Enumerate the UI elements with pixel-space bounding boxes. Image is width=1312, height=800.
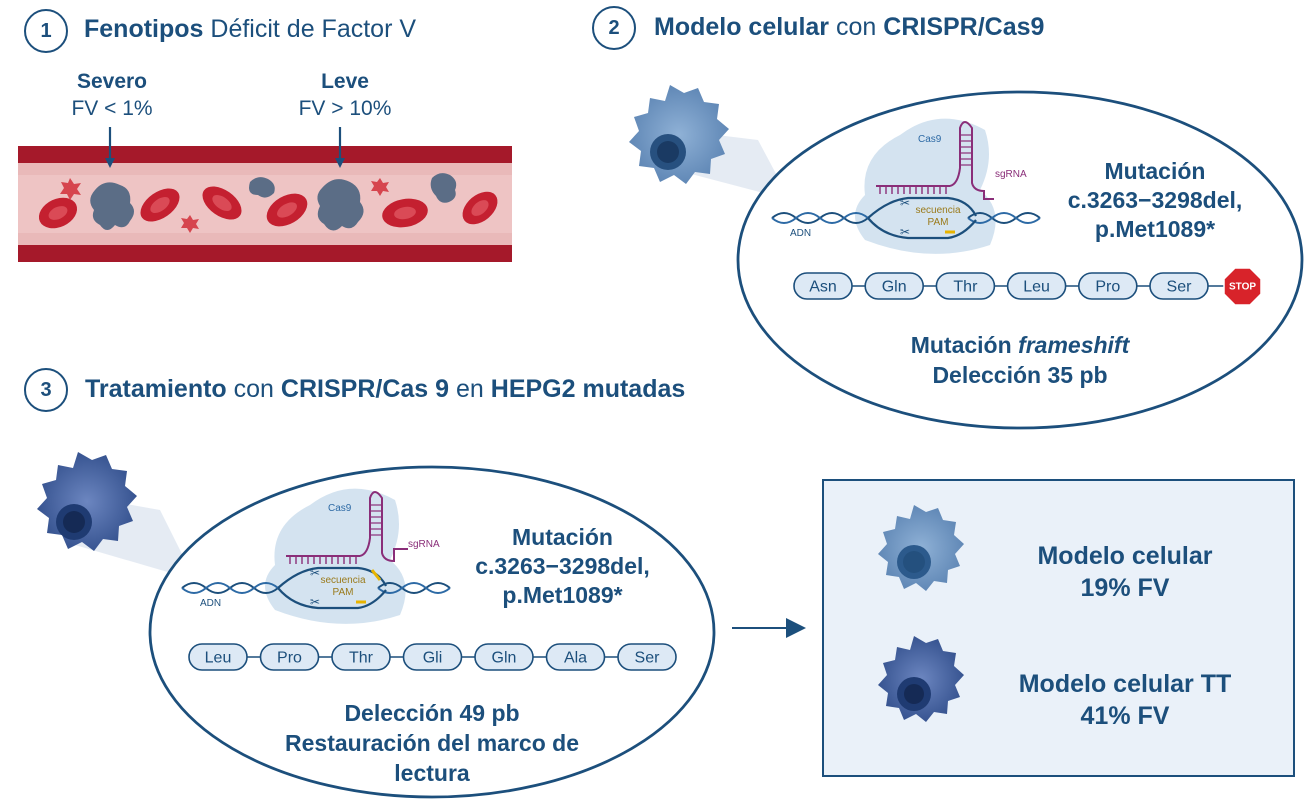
crispr-diagram-3: ✂ ✂ <box>181 488 451 624</box>
mutation-2-line1: Mutación <box>1104 158 1206 184</box>
result-model-value: 19% FV <box>1080 574 1170 602</box>
section-2-title: Modelo celular con CRISPR/Cas9 <box>654 13 1044 42</box>
severe-phenotype-label: Severo FV < 1% <box>52 70 172 121</box>
stop-sign-icon <box>1223 267 1262 306</box>
mutation-3-line3: p.Met1089* <box>502 582 623 608</box>
section-3-title-mid-b: en <box>456 375 484 403</box>
svg-text:✂: ✂ <box>310 595 320 609</box>
amino-acid-3-label: Leu <box>205 650 232 667</box>
svg-text:✂: ✂ <box>310 566 320 580</box>
dna-label-3: ADN <box>200 598 221 609</box>
mutation-3-line1: Mutación <box>512 524 613 550</box>
step-3-badge: 3 <box>24 368 68 412</box>
cell-icon-model <box>878 505 964 591</box>
result-tt-label: Modelo celular TT <box>1018 670 1232 698</box>
amino-acid-3-chip <box>402 643 463 671</box>
amino-acid-3-label: Ser <box>635 650 661 667</box>
result-tt-value: 41% FV <box>1080 702 1170 730</box>
section-1-title-bold: Fenotipos <box>84 15 204 43</box>
amino-acid-2-chip <box>1078 272 1138 300</box>
amino-acid-2-chip <box>1006 272 1067 300</box>
restoration-line1: Restauración del marco de <box>285 730 579 756</box>
amino-acid-2-chip <box>935 272 996 300</box>
result-model: Modelo celular 19% FV <box>990 540 1260 604</box>
stop-label: STOP <box>1229 282 1256 293</box>
pam-label-3b: PAM <box>333 587 354 598</box>
section-3-title-mid-a: con <box>233 375 274 403</box>
cell-icon-model-tt <box>878 636 964 722</box>
severe-label: Severo <box>76 70 148 93</box>
section-3-title: Tratamiento con CRISPR/Cas 9 en HEPG2 mu… <box>85 375 685 404</box>
restoration-line2: lectura <box>394 760 470 786</box>
pam-label-2b: PAM <box>928 217 949 228</box>
amino-acid-2-label: Leu <box>1023 279 1050 296</box>
factor-v-molecules <box>90 173 457 231</box>
mutation-2-line2: c.3263−3298del, <box>1067 187 1243 213</box>
result-model-tt: Modelo celular TT 41% FV <box>985 668 1265 732</box>
amino-acid-2-chip <box>1149 272 1209 300</box>
amino-acid-3-label: Gli <box>423 650 443 667</box>
amino-acid-3-chip <box>188 643 248 671</box>
mutation-text-2: Mutación c.3263−3298del, p.Met1089* <box>1030 157 1280 244</box>
amino-acid-3-label: Gln <box>492 650 517 667</box>
section-2-title-bold-b: CRISPR/Cas9 <box>883 13 1045 41</box>
mutation-text-3: Mutación c.3263−3298del, p.Met1089* <box>440 523 685 610</box>
result-model-label: Modelo celular <box>1037 542 1213 570</box>
amino-acid-2-label: Gln <box>882 279 907 296</box>
cas9-label-3: Cas9 <box>328 503 352 514</box>
deletion-3: Delección 49 pb <box>344 700 520 726</box>
pam-label-3a: secuencia <box>320 575 365 586</box>
amino-acid-3-label: Ala <box>564 650 587 667</box>
step-2-badge: 2 <box>592 6 636 50</box>
frameshift-text: Mutación frameshift Delección 35 pb <box>860 330 1180 390</box>
step-1-badge: 1 <box>24 9 68 53</box>
amino-acid-3-label: Pro <box>277 650 302 667</box>
amino-acid-2-label: Asn <box>809 279 837 296</box>
amino-acid-3-chip <box>545 643 606 671</box>
amino-acid-3-chip <box>617 643 677 671</box>
cell-icon-section2 <box>629 85 729 184</box>
sgrna-label-3: sgRNA <box>408 539 440 550</box>
amino-acid-2-chip <box>864 272 925 300</box>
frameshift-italic: frameshift <box>1018 332 1130 358</box>
amino-acid-chain-3: Leu Pro Thr Gli Gln Ala Ser <box>188 643 677 671</box>
pam-label-2a: secuencia <box>915 205 960 216</box>
amino-acid-3-chip <box>259 643 320 671</box>
svg-text:✂: ✂ <box>900 196 910 210</box>
cas9-label-2: Cas9 <box>918 134 942 145</box>
mutation-3-line2: c.3263−3298del, <box>475 553 650 579</box>
mild-value: FV > 10% <box>298 97 392 120</box>
dna-label-2: ADN <box>790 228 811 239</box>
deletion-2: Delección 35 pb <box>932 362 1108 388</box>
mild-label: Leve <box>321 70 369 93</box>
crispr-diagram-2: ✂ ✂ <box>771 118 1041 254</box>
amino-acid-2-chip <box>793 272 853 300</box>
section-3-title-bold-b: CRISPR/Cas 9 <box>280 375 450 403</box>
amino-acid-2-label: Thr <box>953 279 978 296</box>
platelets <box>60 178 389 233</box>
amino-acid-chain-2: Asn Gln Thr Leu Pro Ser STOP <box>793 267 1262 306</box>
amino-acid-3-chip <box>331 643 391 671</box>
amino-acid-2-label: Pro <box>1095 279 1120 296</box>
section-1-title-rest: Déficit de Factor V <box>210 15 417 43</box>
frameshift-prefix: Mutación <box>910 332 1012 358</box>
section-2-title-mid: con <box>836 13 877 41</box>
restoration-text: Delección 49 pb Restauración del marco d… <box>252 698 612 788</box>
amino-acid-3-chip <box>474 643 534 671</box>
mutation-2-line3: p.Met1089* <box>1094 216 1216 242</box>
mild-phenotype-label: Leve FV > 10% <box>275 70 415 121</box>
frameshift-line: Mutación frameshift <box>860 330 1180 360</box>
cell-icon-section3 <box>37 452 137 551</box>
svg-text:✂: ✂ <box>900 225 910 239</box>
section-3-title-bold-a: Tratamiento <box>85 375 227 403</box>
amino-acid-2-label: Ser <box>1167 279 1193 296</box>
section-2-title-bold-a: Modelo celular <box>654 13 830 41</box>
sgrna-label-2: sgRNA <box>995 169 1027 180</box>
section-1-title: Fenotipos Déficit de Factor V <box>84 15 416 44</box>
section-3-title-bold-c: HEPG2 mutadas <box>490 375 686 403</box>
severe-value: FV < 1% <box>71 97 153 120</box>
amino-acid-3-label: Thr <box>349 650 374 667</box>
